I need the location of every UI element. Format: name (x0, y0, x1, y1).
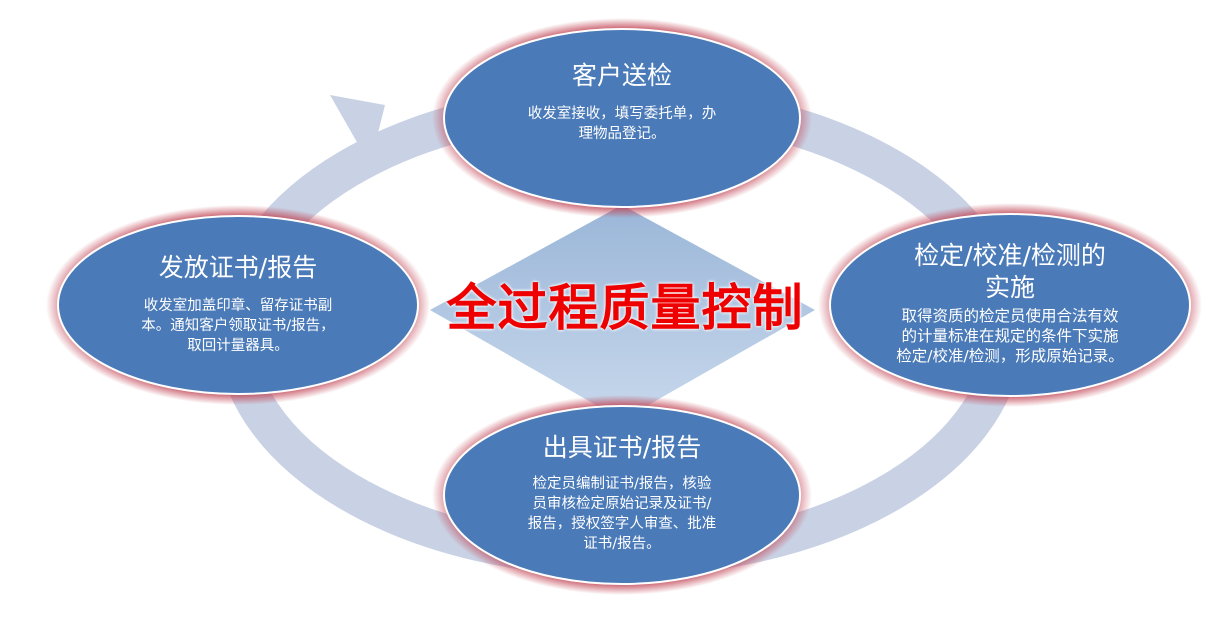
node-desc-line: 收发室接收，填写委托单，办 (527, 106, 717, 122)
node-distribute-certificate: 发放证书/报告 收发室加盖印章、留存证书副 本。通知客户领取证书/报告， 取回计… (88, 252, 388, 356)
node-desc-line: 收发室加盖印章、留存证书副 (143, 298, 333, 314)
cycle-arrow-head (330, 95, 385, 165)
node-desc-line: 检定/校准/检测，形成原始记录。 (896, 347, 1124, 365)
node-customer-submission: 客户送检 收发室接收，填写委托单，办 理物品登记。 (472, 60, 772, 144)
node-desc-line: 本。通知客户领取证书/报告， (141, 318, 335, 334)
node-shapes (46, 18, 1202, 595)
node-desc-line: 取得资质的检定员使用合法有效 (901, 307, 1119, 325)
node-title: 出具证书/报告 (542, 433, 702, 462)
node-desc-line: 报告，授权签字人审查、批准 (527, 516, 717, 532)
node-desc-line: 员审核检定原始记录及证书/ (532, 496, 712, 512)
node-title-line: 实施 (984, 273, 1035, 302)
node-calibration: 检定/校准/检测的 实施 取得资质的检定员使用合法有效 的计量标准在规定的条件下… (855, 240, 1165, 366)
node-title: 客户送检 (571, 61, 672, 90)
center-title: 全过程质量控制 (446, 278, 804, 337)
node-desc-line: 的计量标准在规定的条件下实施 (901, 327, 1119, 345)
node-desc-line: 取回计量器具。 (187, 338, 289, 354)
node-title-line: 检定/校准/检测的 (914, 241, 1106, 270)
node-desc-line: 理物品登记。 (578, 126, 666, 142)
node-desc-line: 证书/报告。 (583, 536, 661, 552)
node-issue-certificate: 出具证书/报告 检定员编制证书/报告，核验 员审核检定原始记录及证书/ 报告，授… (477, 432, 767, 554)
node-desc-line: 检定员编制证书/报告，核验 (532, 476, 712, 492)
node-title: 发放证书/报告 (158, 253, 318, 282)
center-diamond (430, 205, 815, 420)
